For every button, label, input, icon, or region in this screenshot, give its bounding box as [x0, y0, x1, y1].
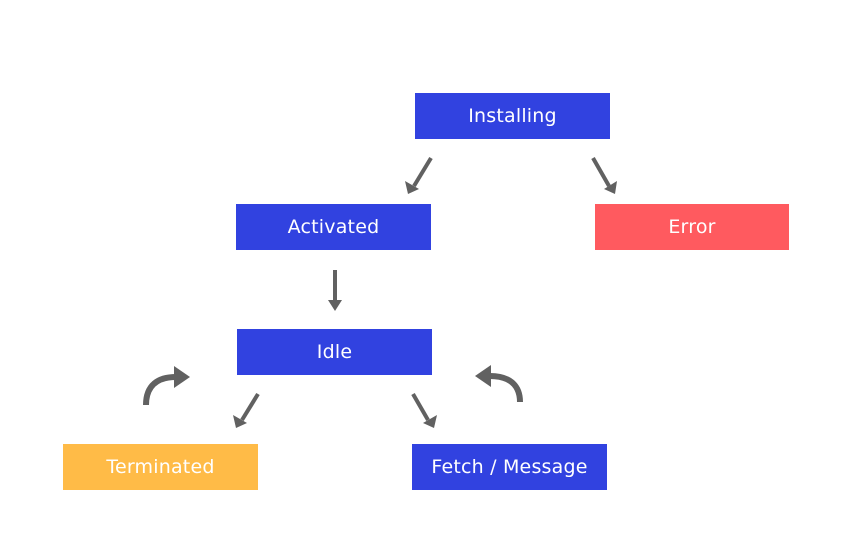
node-fetch-message: Fetch / Message [412, 444, 607, 490]
node-error-label: Error [668, 216, 716, 238]
arrow-installing-to-activated [405, 156, 433, 194]
node-idle-label: Idle [316, 341, 353, 363]
node-idle: Idle [237, 329, 432, 375]
arrow-terminated-to-idle-curved [143, 366, 190, 406]
arrow-idle-to-fetch-message [411, 393, 437, 428]
node-activated: Activated [236, 204, 431, 250]
node-terminated: Terminated [63, 444, 258, 490]
arrow-fetch-message-to-idle-curved [475, 365, 523, 403]
node-installing: Installing [415, 93, 610, 139]
node-installing-label: Installing [468, 105, 557, 127]
node-activated-label: Activated [287, 216, 380, 238]
node-fetch-message-label: Fetch / Message [431, 456, 588, 478]
node-error: Error [595, 204, 789, 250]
arrow-installing-to-error [591, 157, 617, 194]
arrow-activated-to-idle [328, 270, 342, 311]
arrow-idle-to-terminated [233, 392, 260, 428]
node-terminated-label: Terminated [106, 456, 215, 478]
